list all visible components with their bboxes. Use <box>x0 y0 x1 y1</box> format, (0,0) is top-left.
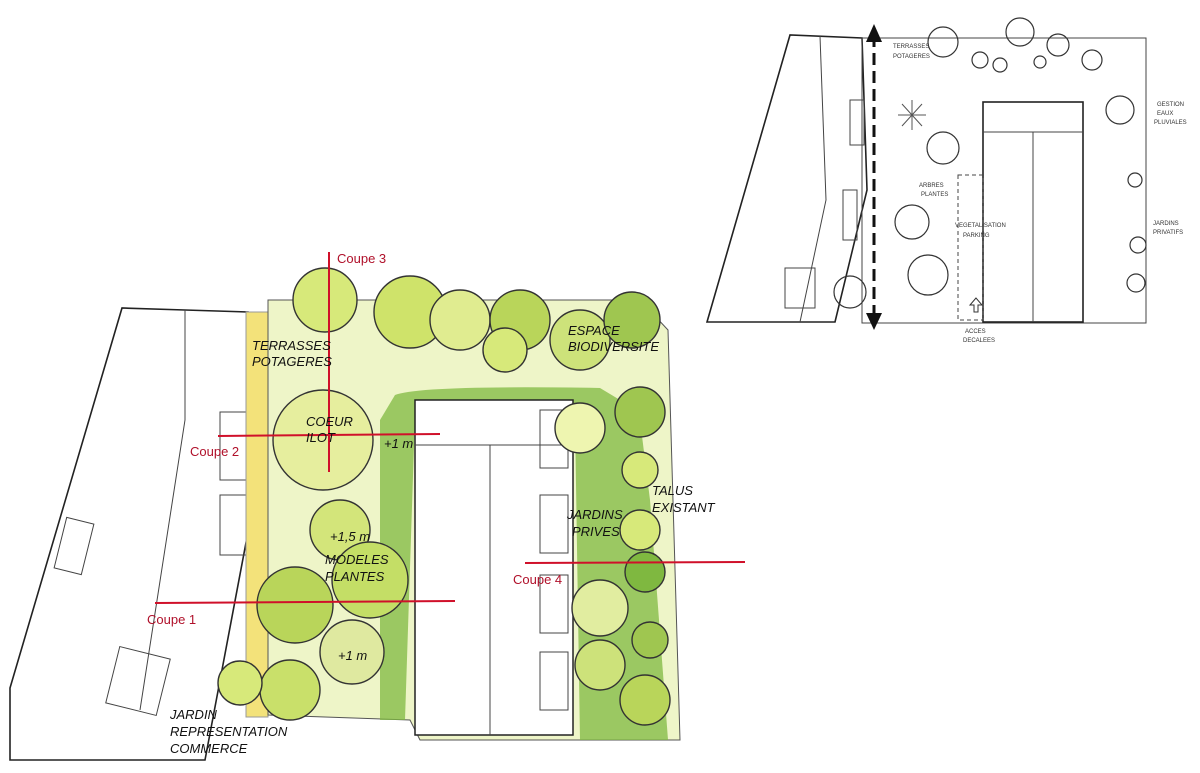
label-jardin: JARDIN <box>169 707 218 722</box>
label-terrasses: TERRASSES <box>252 338 331 353</box>
label-ilot: ILOT <box>306 430 336 445</box>
label-espace: ESPACE <box>568 323 620 338</box>
sketch-access-arrow-icon <box>968 297 984 313</box>
sketch-label-desaxees: DECALEES <box>963 338 995 344</box>
label-plus1m-a: +1 m <box>384 436 413 451</box>
sketch-label-eaux: EAUX <box>1157 111 1173 117</box>
terrace-strip <box>245 311 269 718</box>
label-existant: EXISTANT <box>652 500 716 515</box>
coupe-1-line <box>154 600 456 604</box>
coupe-4-label: Coupe 4 <box>513 572 562 587</box>
sketch-label-jardins: JARDINS <box>1153 221 1179 227</box>
sketch-label-arbres: ARBRES <box>919 183 944 189</box>
label-plantes: PLANTES <box>325 569 385 584</box>
left-building <box>9 307 249 761</box>
label-modeles: MODELES <box>325 552 389 567</box>
coupe-2-label: Coupe 2 <box>190 444 239 459</box>
label-talus: TALUS <box>652 483 693 498</box>
sketch-label-acces: ACCES <box>965 329 986 335</box>
sketch-label-gestion: GESTION <box>1157 102 1184 108</box>
sketch-label-potageres: POTAGERES <box>893 54 930 60</box>
trees <box>217 267 671 726</box>
label-commerce: COMMERCE <box>170 741 248 756</box>
sketch-plan: TERRASSES POTAGERES GESTION EAUX PLUVIAL… <box>705 17 1187 344</box>
sketch-label-parking: PARKING <box>963 233 990 239</box>
coupe-4-line <box>524 561 746 564</box>
sketch-trees <box>833 17 1147 309</box>
sketch-left-building <box>705 34 868 323</box>
sketch-label-vegetalisation: VEGETALISATION <box>955 223 1006 229</box>
label-biodiversite: BIODIVERSITE <box>568 339 659 354</box>
label-representation: REPRESENTATION <box>170 724 288 739</box>
coupe-3-label: Coupe 3 <box>337 251 386 266</box>
sketch-label-terrasses: TERRASSES <box>893 44 929 50</box>
coupe-2-line <box>217 433 441 437</box>
main-plan: Coupe 3 Coupe 2 Coupe 1 Coupe 4 TERRASSE… <box>9 251 746 761</box>
sketch-label-privatifs: PRIVATIFS <box>1153 230 1183 236</box>
sketch-label-plantes: PLANTES <box>921 192 948 198</box>
label-potageres: POTAGERES <box>252 354 332 369</box>
sketch-star-tree-icon <box>898 100 926 130</box>
label-plus1m-b: +1 m <box>338 648 367 663</box>
label-jardins: JARDINS <box>566 507 623 522</box>
coupe-1-label: Coupe 1 <box>147 612 196 627</box>
label-prives: PRIVES <box>572 524 620 539</box>
label-plus15m: +1,5 m <box>330 529 370 544</box>
inner-building <box>414 399 574 736</box>
label-coeur: COEUR <box>306 414 353 429</box>
section-lines <box>154 252 746 604</box>
sketch-label-pluviales: PLUVIALES <box>1154 120 1187 126</box>
